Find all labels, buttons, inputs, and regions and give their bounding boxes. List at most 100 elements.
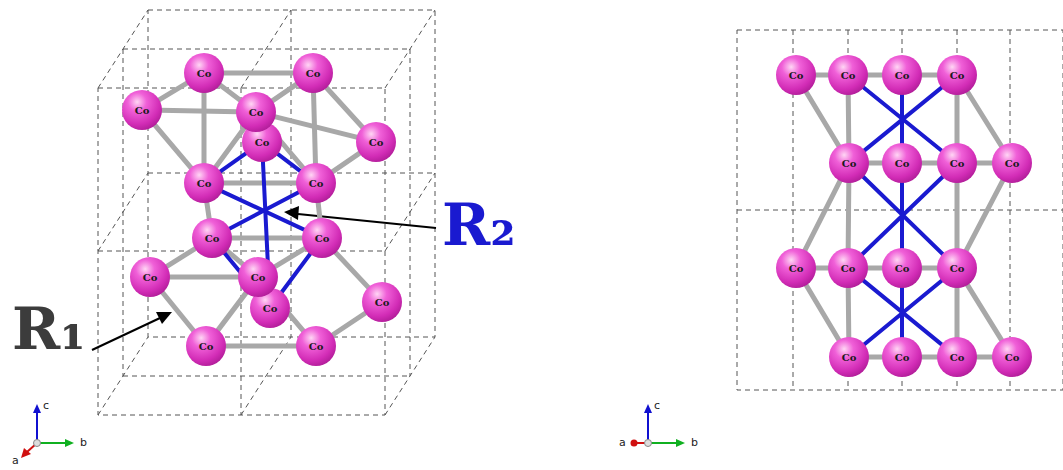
atom-sphere: Co [937,248,977,288]
bond [224,344,298,349]
atom-sphere: Co [882,55,922,95]
atom-label: Co [841,70,856,81]
axis-label: a [12,455,19,466]
blue-bond [863,279,943,345]
atom-label: Co [249,107,264,118]
bond [846,181,852,250]
bond [154,124,193,170]
atom-sphere: Co [236,92,276,132]
bond [165,248,197,268]
atom-sphere: Co [937,337,977,377]
atom-sphere: Co [882,337,922,377]
bond [846,286,852,339]
bond [202,91,207,165]
atom-sphere: Co [828,248,868,288]
atom-sphere: Co [882,143,922,183]
atom-sphere: Co [776,248,816,288]
atom-sphere: Co [302,218,342,258]
bond [805,90,839,147]
atom-sphere: Co [186,326,226,366]
bond [313,91,315,165]
atom-label: Co [315,233,330,244]
blue-bond [862,176,944,256]
callout-label: R₂ [442,196,516,254]
atom-label: Co [895,352,910,363]
atom-sphere: Co [937,55,977,95]
atom-label: Co [135,105,150,116]
bond [271,83,298,102]
atom-label: Co [950,70,965,81]
blue-bond [276,153,301,172]
atom-label: Co [789,263,804,274]
atom-sphere: Co [776,55,816,95]
atom-label: Co [199,341,214,352]
blue-bond [862,279,943,345]
axis-label: b [691,437,698,448]
atom-label: Co [789,70,804,81]
bond [217,291,247,331]
bond [325,86,364,128]
bond [218,84,241,101]
atom-sphere: Co [296,326,336,366]
atom-label: Co [950,263,965,274]
bond [334,251,369,289]
atom-sphere: Co [992,337,1032,377]
bond [222,71,295,76]
atom-label: Co [309,341,324,352]
atom-sphere: Co [184,163,224,203]
bond [966,283,1002,341]
atom-sphere: Co [829,143,869,183]
atom-label: Co [895,158,910,169]
atom-sphere: Co [992,143,1032,183]
bond [967,90,1003,147]
atom-sphere: Co [829,337,869,377]
bond [955,181,960,250]
atom-sphere: Co [882,248,922,288]
axis-label: b [80,437,87,448]
bond [222,181,298,186]
atom-label: Co [895,70,910,81]
blue-bond [219,152,248,172]
atom-label: Co [950,158,965,169]
bond [955,93,960,145]
atom-sphere: Co [238,257,278,297]
atom-label: Co [841,263,856,274]
bond [161,291,194,332]
bond [965,179,1003,252]
blue-bond [863,86,943,151]
atom-sphere: Co [184,53,224,93]
bond [846,93,852,145]
callout-label: R₁ [12,300,86,358]
atom-sphere: Co [130,257,170,297]
atom-sphere: Co [362,282,402,322]
atom-label: Co [369,137,384,148]
axis-label: c [43,400,49,411]
bond [955,286,960,339]
bond [331,152,361,173]
axis-triad [21,404,685,458]
atom-label: Co [143,272,158,283]
atom-label: Co [1005,158,1020,169]
blue-bond [861,175,944,255]
unit-cell-outline [98,10,1063,415]
atom-label: Co [306,68,321,79]
atom-sphere: Co [192,218,232,258]
blue-bond [862,86,943,151]
atom-label: Co [197,68,212,79]
atom-sphere: Co [296,163,336,203]
axis-label: c [654,400,660,411]
bond [168,275,240,280]
atom-label: Co [197,178,212,189]
callout-arrow [92,206,436,350]
bond [160,110,238,111]
atom-label: Co [309,178,324,189]
atom-label: Co [895,263,910,274]
atom-label: Co [950,352,965,363]
atom-label: Co [205,233,220,244]
bond [804,179,841,252]
atom-label: Co [375,297,390,308]
atom-label: Co [842,352,857,363]
atom-label: Co [255,137,270,148]
atom-label: Co [263,303,278,314]
bond [157,82,188,101]
